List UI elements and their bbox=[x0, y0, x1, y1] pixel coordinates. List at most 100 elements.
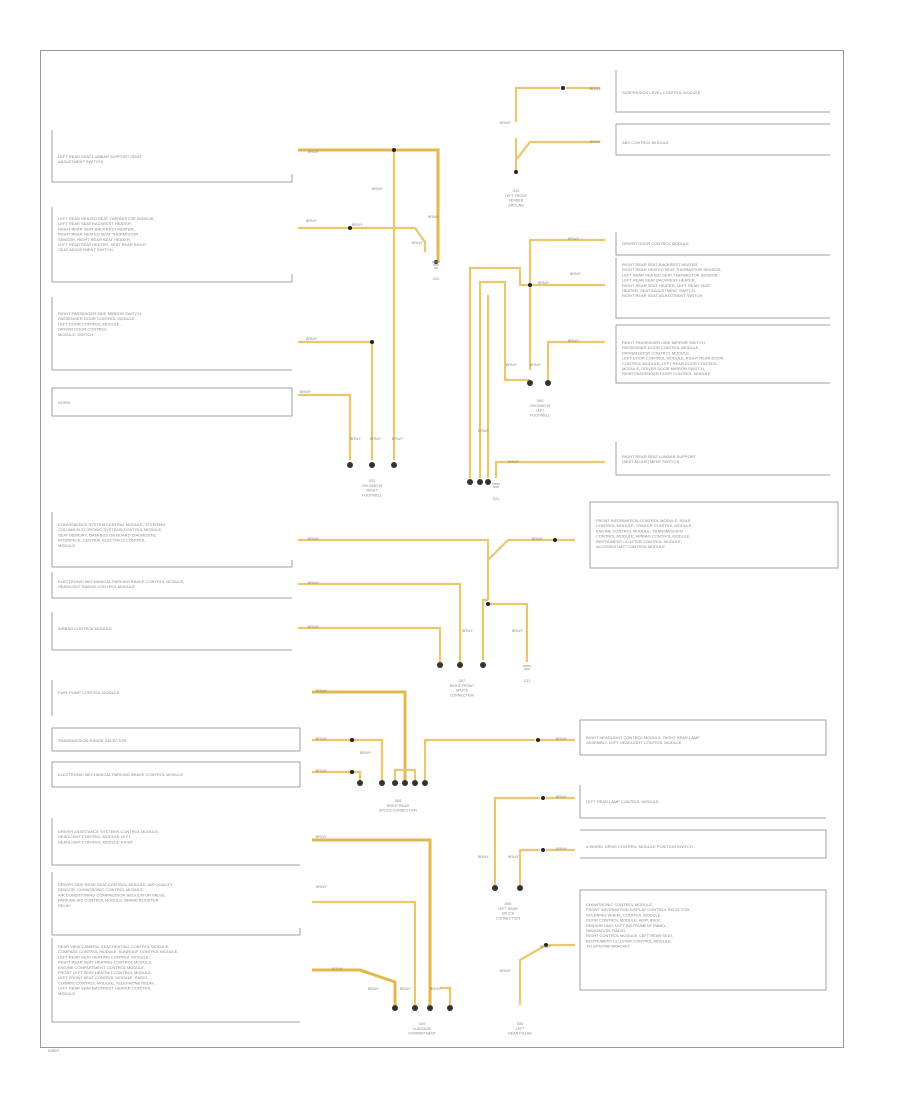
wire-color-label: BRN/Y bbox=[532, 537, 544, 541]
module-box-climatronic bbox=[51, 872, 301, 936]
module-label-rm10-line: 4-WHEEL DRIVE CONTROL MODULE POSITION SW… bbox=[586, 844, 693, 849]
wire-color-label: BRN/Y bbox=[478, 855, 490, 859]
wire-color-label: BRN/Y bbox=[590, 87, 602, 91]
module-box-rear-lamp bbox=[579, 785, 826, 819]
ground-symbol-g11 bbox=[523, 665, 531, 670]
module-label-rm5-line: DRIVER DOOR CONTROL MODULE, bbox=[622, 350, 690, 355]
wire-parking-brake bbox=[298, 582, 462, 662]
module-label-rm5-line: MODULE, DRIVER DOOR MIRROR SWITCH, bbox=[622, 366, 705, 371]
wire-color-label: BRN/Y bbox=[568, 339, 580, 343]
module-label-rm5-line: CONTROL MODULE, LEFT REAR DOOR CONTROL bbox=[622, 361, 718, 366]
module-label-lm2-line: LEFT REAR HEATED SEAT THERMISTOR SENSOR, bbox=[58, 216, 155, 221]
splice-dot bbox=[553, 538, 557, 542]
node-label-n2-line: G20 bbox=[433, 277, 440, 281]
connector-pin bbox=[485, 479, 491, 485]
wire-seat-lumbar-left bbox=[298, 148, 440, 262]
splice-dot bbox=[350, 738, 354, 742]
wire-color-label: BRN/Y bbox=[462, 629, 474, 633]
module-box-airbag bbox=[51, 612, 292, 651]
wire-parking-brake-2 bbox=[312, 770, 362, 780]
module-label-rm4: RIGHT REAR SEAT BACKREST HEATER,RIGHT RE… bbox=[622, 262, 721, 298]
connector-pin bbox=[545, 380, 551, 386]
module-label-rm7-line: ENGINE CONTROL MODULE, TRANSMISSION bbox=[596, 528, 683, 533]
wire-headlight-right bbox=[423, 738, 575, 780]
connector-pin bbox=[392, 780, 398, 786]
connector-pins bbox=[347, 380, 551, 1011]
node-label-n11-line: G50 bbox=[517, 1022, 524, 1026]
module-label-lm5-line: COLUMN ELECTRONIC SYSTEMS CONTROL MODULE… bbox=[58, 527, 162, 532]
splice-dot bbox=[486, 602, 490, 606]
node-label-n7-line: G11 bbox=[524, 679, 531, 683]
wire-color-label: BRN/Y bbox=[512, 629, 524, 633]
module-label-lm13-line: LEFT FRONT SEAT CONTROL MODULE, RADIO, bbox=[58, 975, 148, 980]
wire-color-label: BRN/Y bbox=[300, 390, 312, 394]
module-label-lm5-line: MODULE bbox=[58, 543, 75, 548]
wire-color-label: BRN/Y bbox=[506, 363, 518, 367]
wire-rear-lamp bbox=[493, 796, 575, 885]
wire-footwell-right-2 bbox=[478, 280, 530, 478]
module-box-suspension bbox=[615, 70, 830, 113]
module-label-rm11-line: SENSOR UNIT, LEFT INSTRUMENT PANEL, bbox=[586, 923, 667, 928]
wire-color-label: BRN/Y bbox=[306, 337, 318, 341]
wire-color-label: BRN/Y bbox=[540, 945, 552, 949]
node-label-n6-line: CONNECTION bbox=[450, 693, 475, 697]
wire-suspension bbox=[514, 86, 600, 122]
splice-dot bbox=[561, 86, 565, 90]
wire-color-label: BRN/Y bbox=[308, 581, 320, 585]
module-label-lm4: HORN bbox=[58, 400, 70, 405]
module-label-rm11-line: STEERING WHEEL CONTROL MODULE, bbox=[586, 912, 662, 917]
connector-pin bbox=[467, 479, 473, 485]
splice-dot bbox=[348, 226, 352, 230]
connector-pin bbox=[492, 885, 498, 891]
wire-color-label: BRN/Y bbox=[556, 795, 568, 799]
module-box-4wd bbox=[580, 829, 827, 859]
node-label-n5-line: G21 bbox=[493, 497, 500, 501]
module-label-rm4-line: RIGHT REAR HEATED SEAT THERMISTOR SENSOR… bbox=[622, 267, 721, 272]
wire-convenience bbox=[298, 538, 490, 600]
module-label-lm12-line: AIR CONDITIONING COMPRESSOR REGULATOR VA… bbox=[58, 892, 166, 897]
module-label-rm3-line: DRIVER DOOR CONTROL MODULE bbox=[622, 241, 689, 246]
module-label-rm8-line: RIGHT HEADLIGHT CONTROL MODULE, RIGHT RE… bbox=[586, 735, 700, 740]
node-label-n1-line: LEFT FRONT bbox=[505, 194, 528, 198]
wire-color-label: BRN/Y bbox=[590, 140, 602, 144]
wire-color-label: BRN/Y bbox=[508, 460, 520, 464]
module-box-driver-door bbox=[615, 232, 830, 256]
module-box-rear-camera bbox=[51, 938, 300, 1023]
node-label-n11-line: LEFT bbox=[516, 1027, 526, 1031]
module-label-lm13: REAR VIEW CAMERA, SEAT HEATING CONTROL M… bbox=[58, 944, 179, 996]
diagram-frame bbox=[40, 50, 844, 1048]
wire-footwell-right-1 bbox=[468, 266, 480, 478]
node-label-n9-line: SPLICE bbox=[502, 912, 515, 916]
module-box-right-lumbar bbox=[615, 442, 830, 476]
node-label-n6-line: SPLICE bbox=[456, 689, 469, 693]
module-label-rm10: 4-WHEEL DRIVE CONTROL MODULE POSITION SW… bbox=[586, 844, 693, 849]
connector-pin bbox=[412, 1005, 418, 1011]
module-label-rm4-line: LEFT REAR HEATED SEAT THERMISTOR SENSOR, bbox=[622, 272, 719, 277]
connector-pin bbox=[480, 662, 486, 668]
wire-color-label: BRN/Y bbox=[316, 689, 328, 693]
node-label-n3-line: GROUND IN bbox=[362, 484, 383, 488]
module-label-lm1-line: LEFT REAR SEAT LUMBAR SUPPORT (SEAT bbox=[58, 154, 142, 159]
module-label-rm7-line: ACCESS/START CONTROL MODULE bbox=[596, 544, 665, 549]
node-label-n7: G11 bbox=[524, 679, 531, 683]
module-label-lm3-line: MODULE, SWITCH bbox=[58, 332, 93, 337]
module-label-lm5-line: INTERFACE, CENTRAL ELECTRICS CONTROL bbox=[58, 538, 146, 543]
module-label-rm5-line: RIGHT PASSENGER SIDE MIRROR SWITCH, bbox=[622, 340, 706, 345]
module-label-rm7-line: CONTROL MODULE, AIRBAG CONTROL MODULE, bbox=[596, 534, 691, 539]
node-label-n1-line: FENDER bbox=[509, 199, 524, 203]
module-box-left-rear-heated-seats bbox=[51, 207, 293, 283]
module-label-lm13-line: LEFT REAR SEAT BACKREST HEATER CONTROL bbox=[58, 986, 152, 991]
page-code: W6E0 bbox=[48, 1048, 60, 1053]
wire-color-label: BRN/Y bbox=[538, 281, 550, 285]
node-label-n4-line: G60 bbox=[537, 399, 544, 403]
module-label-lm11: DRIVER ASSISTANCE SYSTEMS CONTROL MODULE… bbox=[58, 829, 159, 844]
module-box-parking-brake bbox=[51, 761, 301, 788]
module-label-lm2: LEFT REAR HEATED SEAT THERMISTOR SENSOR,… bbox=[58, 216, 155, 252]
wire-color-label: BRN/Y bbox=[316, 885, 328, 889]
module-label-lm2-line: LEFT REAR SEAT BACKREST HEATER, bbox=[58, 221, 132, 226]
wire-color-label: BRN/Y bbox=[508, 855, 520, 859]
wire-g69-ground bbox=[440, 986, 452, 1005]
